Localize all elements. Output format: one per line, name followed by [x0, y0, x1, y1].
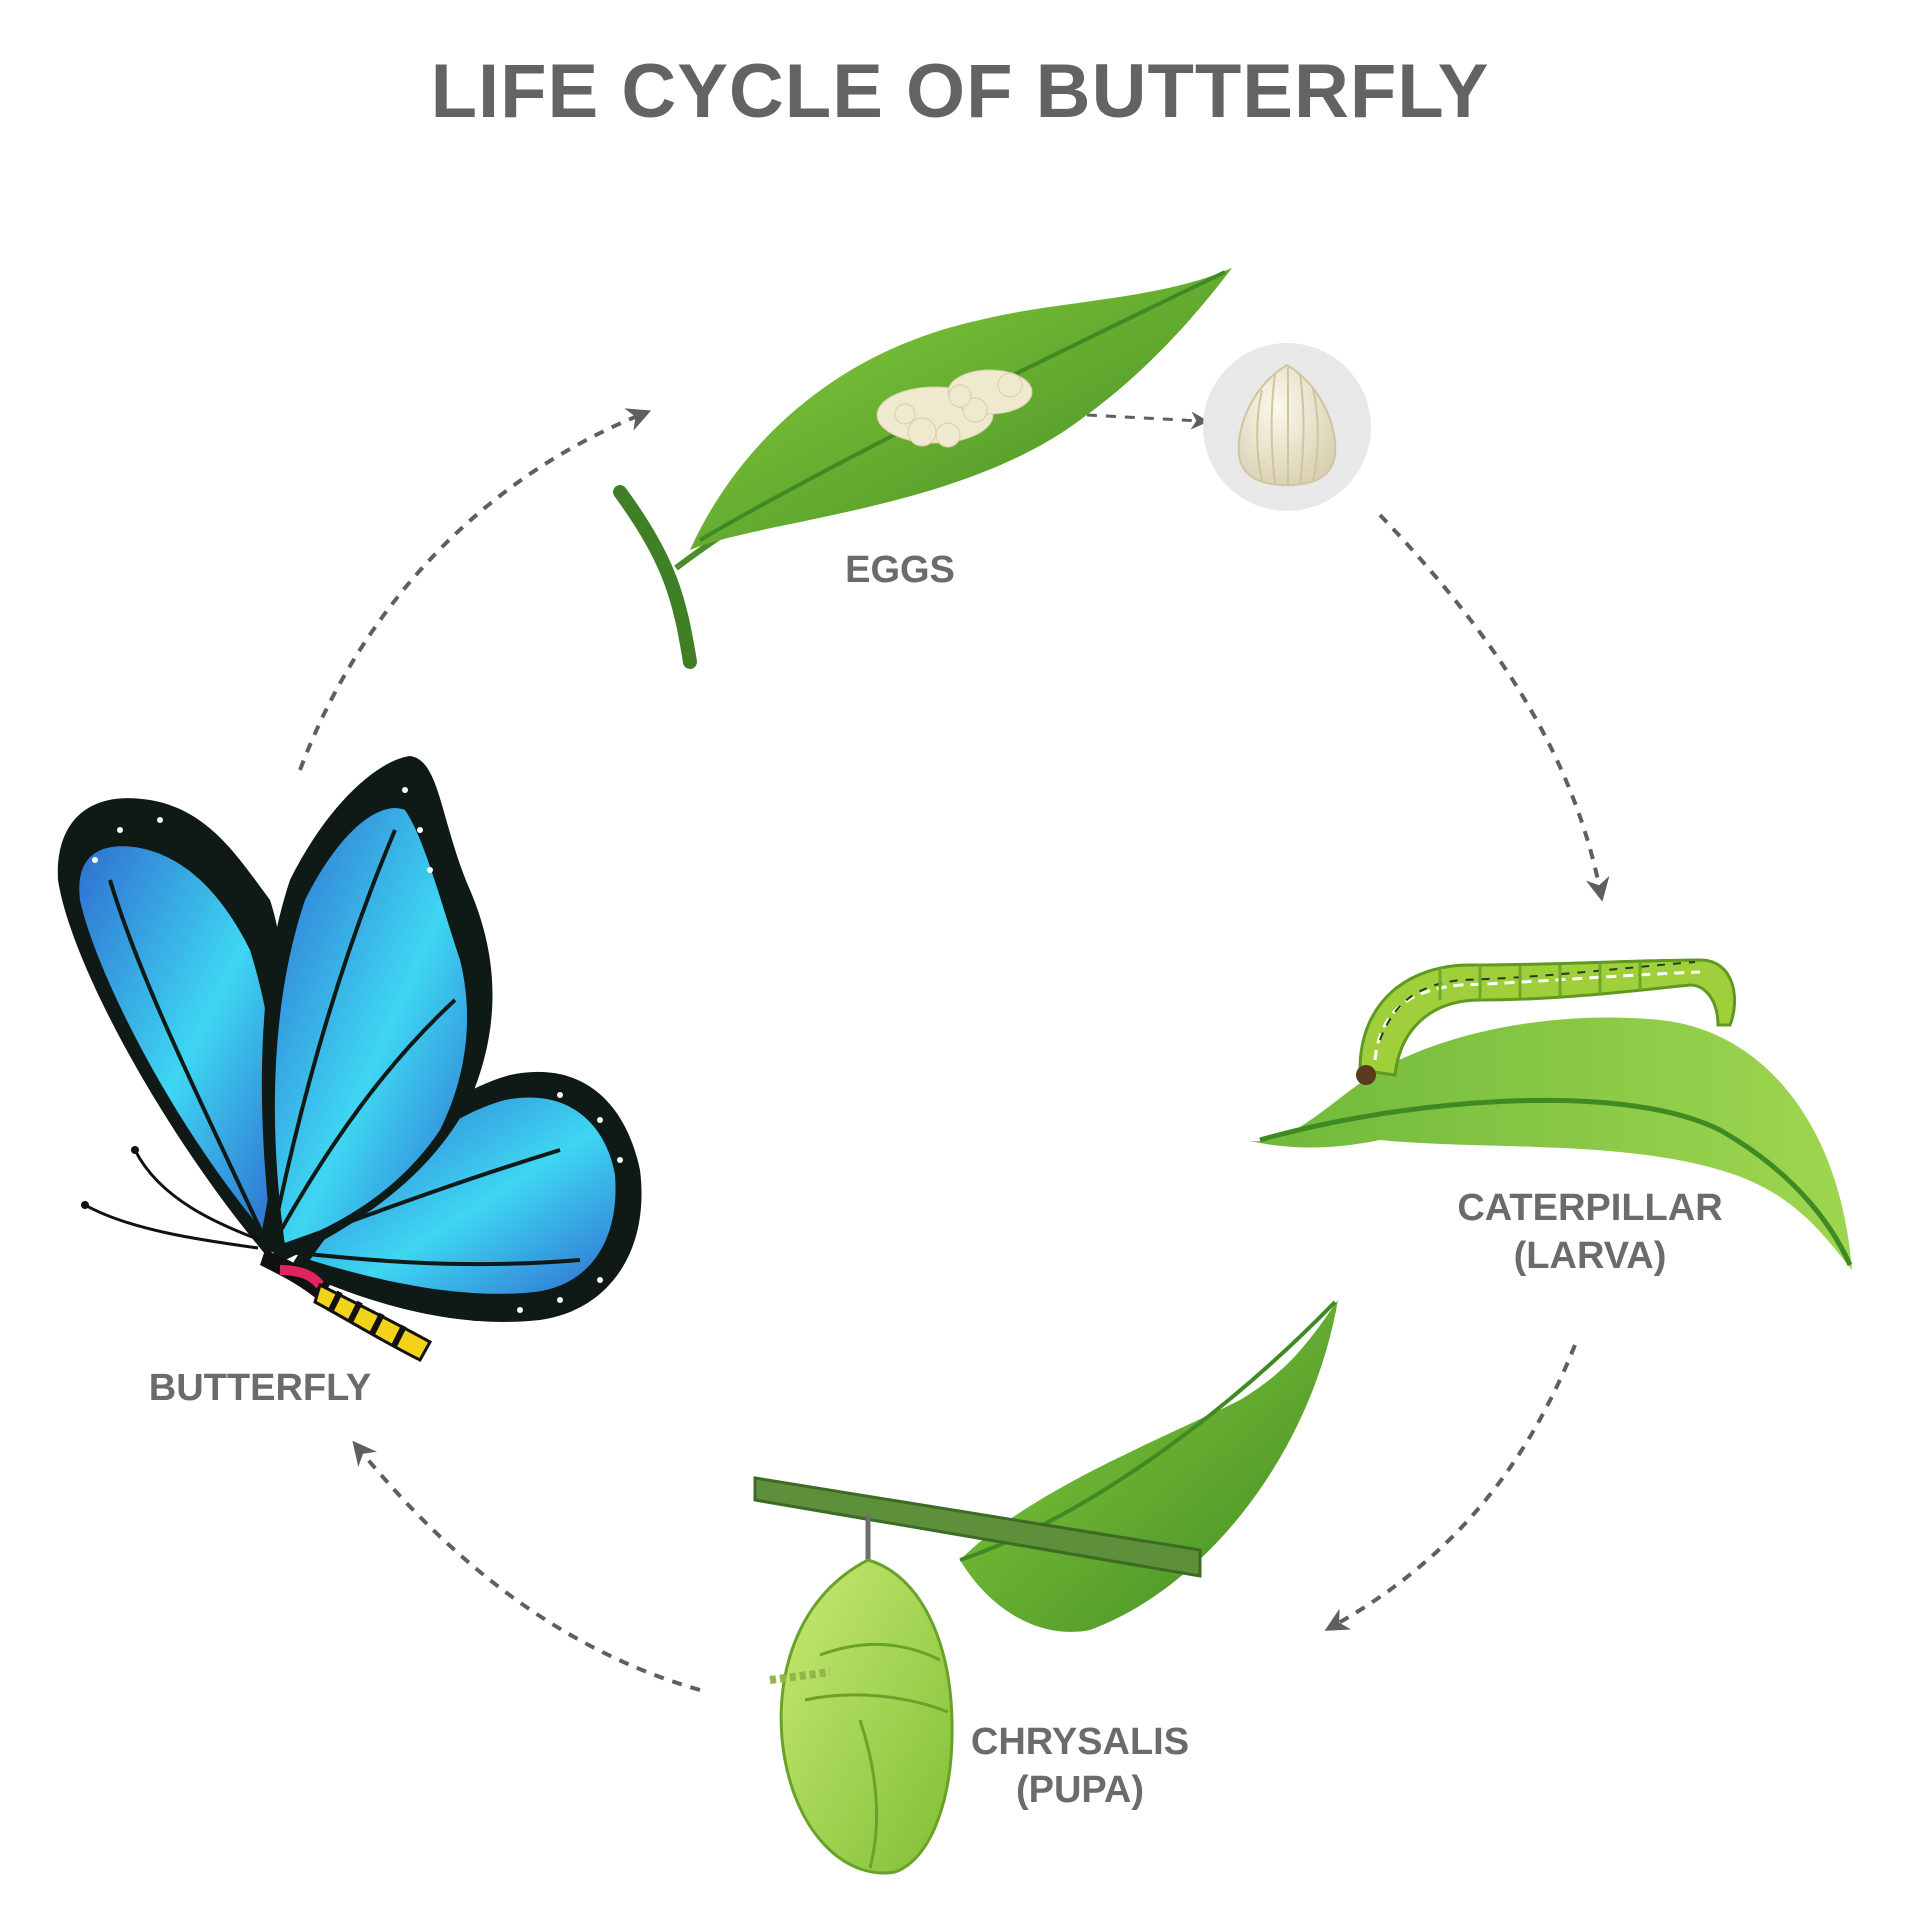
stage-label-butterfly: BUTTERFLY	[130, 1364, 390, 1412]
arrow-caterpillar-to-chrysalis	[1324, 1344, 1577, 1631]
butterfly-icon	[57, 756, 642, 1362]
caterpillar-on-leaf-icon	[1245, 958, 1853, 1270]
egg-closeup-icon	[1203, 343, 1371, 511]
chrysalis-label: CHRYSALIS	[970, 1721, 1190, 1763]
arrow-chrysalis-to-butterfly	[352, 1440, 701, 1692]
stage-label-eggs: EGGS	[800, 546, 1000, 594]
caterpillar-label: CATERPILLAR	[1457, 1187, 1723, 1229]
egg-cluster	[876, 369, 1033, 448]
butterfly-label: BUTTERFLY	[148, 1367, 372, 1409]
caterpillar-body	[1356, 958, 1737, 1085]
stage-label-chrysalis: CHRYSALIS (PUPA)	[960, 1718, 1200, 1814]
leaf-with-eggs-icon	[613, 268, 1232, 669]
arrow-butterfly-to-eggs	[298, 408, 652, 771]
arrow-eggs-to-caterpillar	[1378, 513, 1610, 902]
chrysalis-on-twig-icon	[753, 1300, 1338, 1875]
cycle-arrow-icon	[298, 408, 1610, 1692]
eggs-label: EGGS	[845, 549, 955, 591]
page-title: LIFE CYCLE OF BUTTERFLY	[430, 49, 1490, 134]
stage-label-caterpillar: CATERPILLAR (LARVA)	[1440, 1184, 1740, 1280]
chrysalis-sublabel: (PUPA)	[1015, 1769, 1145, 1811]
caterpillar-sublabel: (LARVA)	[1513, 1235, 1667, 1277]
